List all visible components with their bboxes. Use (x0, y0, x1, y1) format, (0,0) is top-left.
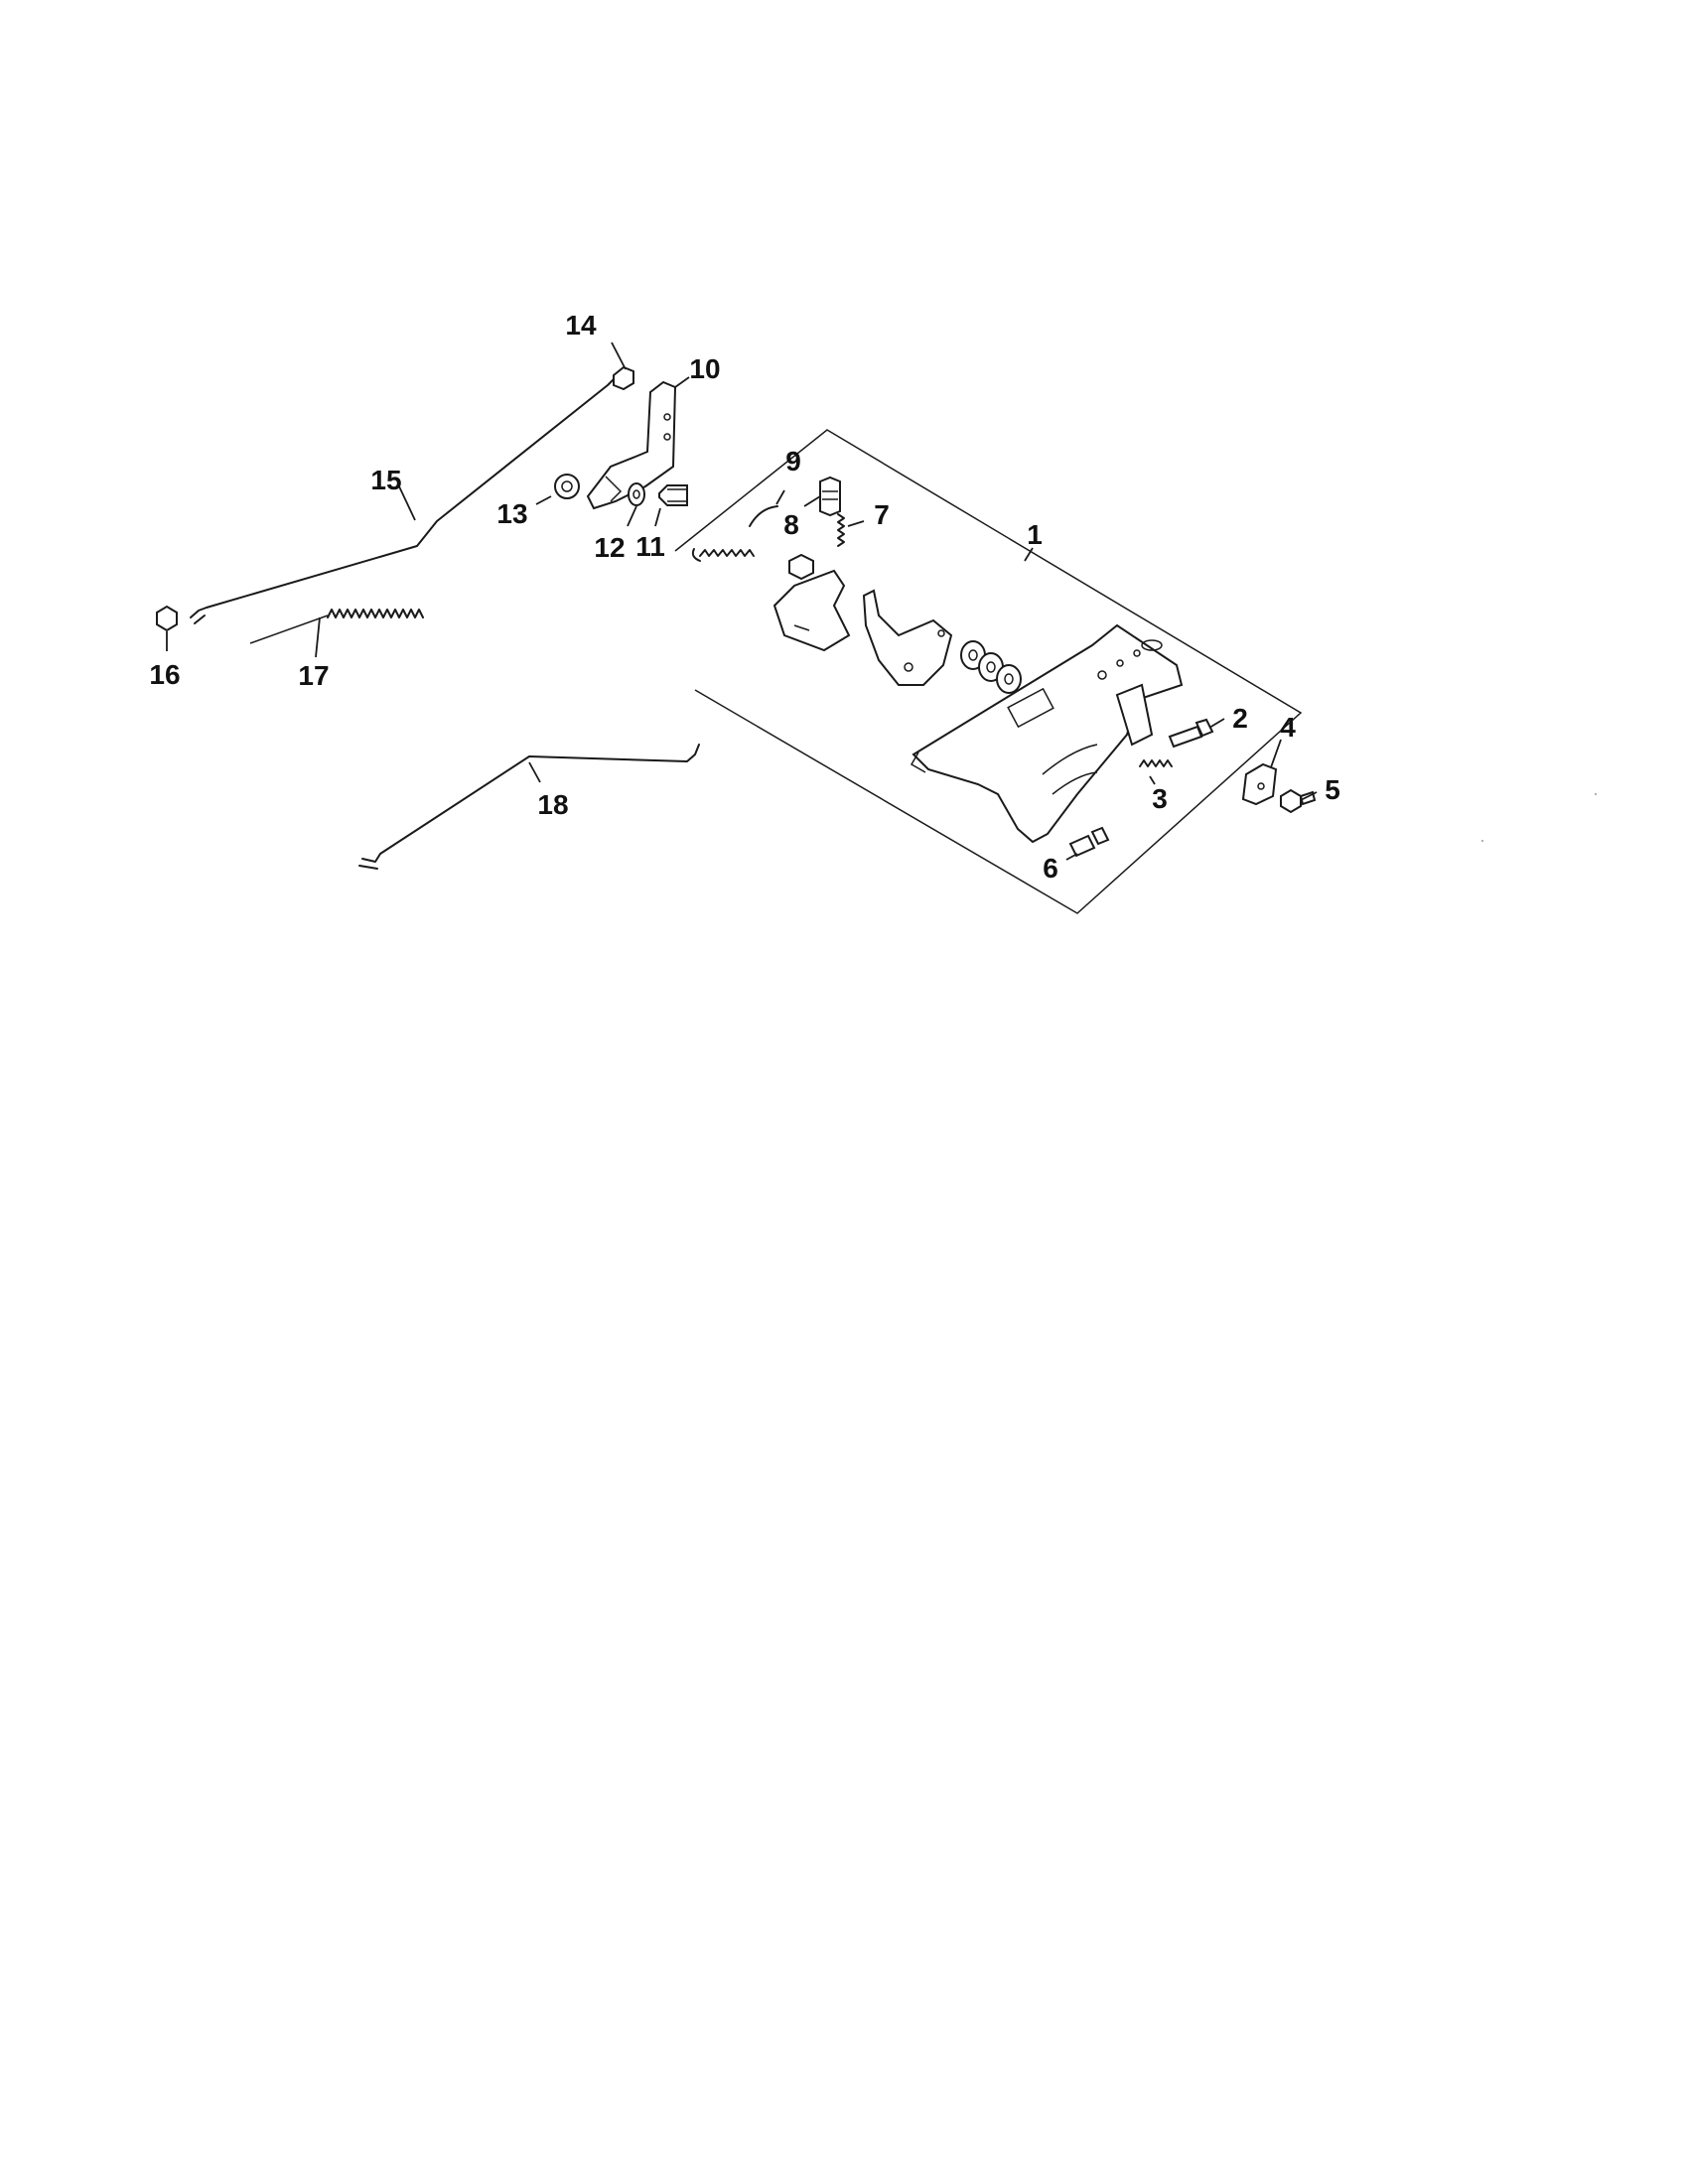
callout-7: 7 (874, 499, 890, 530)
callout-17: 17 (298, 660, 329, 691)
callout-1: 1 (1027, 519, 1043, 550)
part-17-spring (249, 609, 424, 644)
part-5-screw (1280, 788, 1317, 814)
callout-2: 2 (1232, 703, 1248, 734)
part-10-bracket (586, 380, 677, 510)
callout-9: 9 (785, 446, 801, 477)
callout-4: 4 (1280, 712, 1296, 743)
part-4-clip (1241, 762, 1278, 806)
callout-6: 6 (1043, 853, 1058, 884)
part-8-screw (819, 476, 841, 517)
part-2-bolt (1168, 718, 1214, 749)
part-18-link-rod (358, 744, 700, 870)
part-15-link-rod (190, 378, 615, 624)
callout-16: 16 (149, 659, 180, 690)
part-6-screw (1068, 826, 1110, 858)
callout-14: 14 (565, 310, 597, 341)
scan-specks (1481, 793, 1597, 842)
part-9-spring (691, 505, 778, 562)
callout-18: 18 (537, 789, 568, 820)
lever-subassembly (772, 553, 953, 686)
callouts: 1 2 3 4 5 6 7 8 9 10 11 12 13 14 15 16 1… (149, 310, 1339, 884)
part-16-rod-clip (156, 605, 178, 632)
part-13-nut (554, 474, 580, 499)
callout-12: 12 (594, 532, 625, 563)
callout-8: 8 (783, 509, 799, 540)
callout-13: 13 (496, 498, 527, 529)
part-7-spring (837, 513, 845, 547)
callout-15: 15 (370, 465, 401, 495)
part-12-washer (628, 482, 645, 506)
part-3-spring (1139, 759, 1173, 767)
part-14-swivel (613, 365, 634, 391)
leader-lines (166, 341, 1318, 861)
part-1-control-plate (910, 623, 1184, 844)
callout-11: 11 (635, 531, 665, 562)
assembly-outline (674, 429, 1303, 914)
part-11-bolt (658, 484, 688, 506)
washers-stack (960, 640, 1022, 694)
callout-5: 5 (1325, 774, 1340, 805)
callout-10: 10 (689, 353, 720, 384)
callout-3: 3 (1152, 783, 1168, 814)
